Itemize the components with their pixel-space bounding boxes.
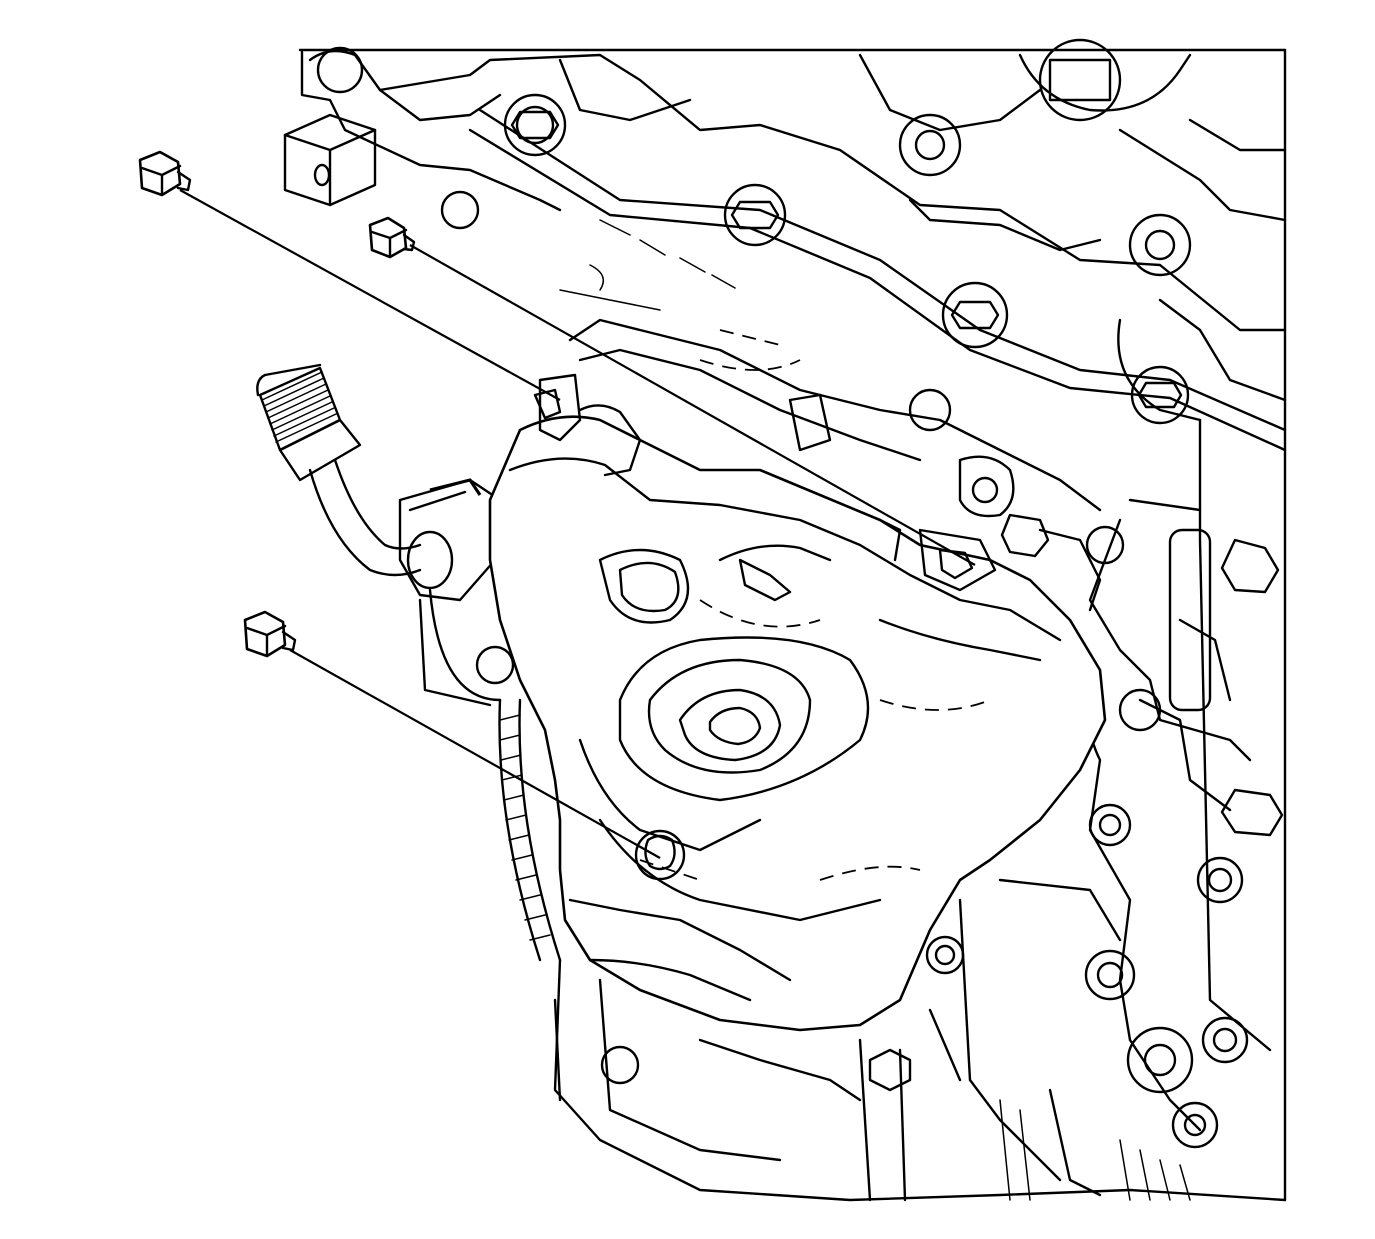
bolt-2 [368,216,976,566]
bolt-icon [138,150,192,197]
bolt-3 [243,610,661,859]
bolt-icon [368,216,416,259]
exhaust-manifold-icon [488,318,1125,1032]
cylinder-head-icon [298,38,1287,452]
oxygen-sensor-icon [256,363,502,602]
lifting-bracket-icon [283,113,377,207]
bolt-icon [243,610,297,658]
flywheel-icon [418,588,562,962]
engine-block-icon [553,48,1287,1202]
bolt-1 [138,150,561,401]
